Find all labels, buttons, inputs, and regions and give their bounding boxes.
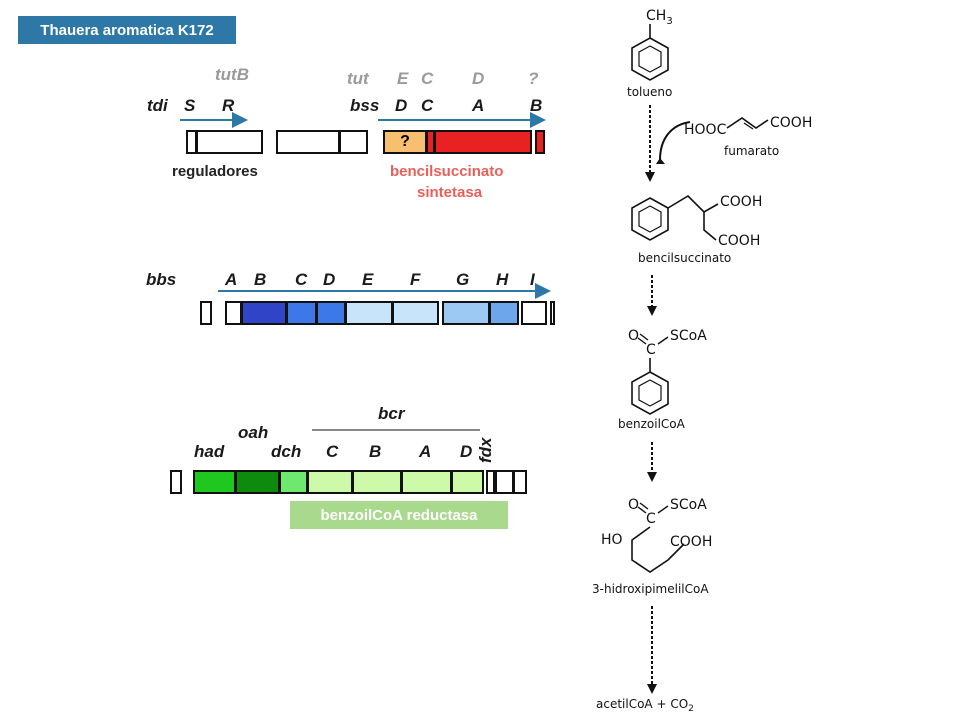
bss-enzyme-label-2: sintetasa — [417, 184, 483, 201]
bcr-gene-A: A — [419, 442, 432, 461]
gene-label-tdi: tdi — [147, 96, 168, 115]
gene-label-oah: oah — [238, 423, 269, 442]
bs-cooh-1: COOH — [720, 194, 762, 210]
bbs-box-F — [392, 301, 439, 325]
bbs-gene-C: C — [295, 270, 308, 289]
gene-label-bss-B: B — [530, 96, 543, 115]
ch3-text: CH — [646, 8, 666, 24]
benzoylcoa-c: C — [646, 342, 656, 358]
benzylsuccinate-structure: COOH COOH — [631, 194, 762, 249]
hpcoa-c: C — [646, 511, 656, 527]
hpcoa-scoa: SCoA — [670, 497, 707, 513]
bss-enzyme-label-1: bencilsuccinato — [390, 163, 504, 180]
bbs-gene-H: H — [496, 270, 509, 289]
fumarate-cooh: COOH — [770, 115, 812, 131]
hpcoa-cooh: COOH — [670, 534, 712, 550]
bcr-gene-B: B — [369, 442, 382, 461]
gene-label-had: had — [194, 442, 225, 461]
bcr-box-D — [451, 470, 484, 494]
bbs-box-flank-left — [200, 301, 212, 325]
regulators-label: reguladores — [172, 163, 258, 180]
bcr-enzyme-label: benzoilCoA reductasa — [290, 501, 508, 529]
bcr-box-had — [193, 470, 236, 494]
gene-label-S: S — [184, 96, 196, 115]
gene-label-R: R — [222, 96, 235, 115]
bbs-box-D — [316, 301, 346, 325]
fumarate-structure: HOOC COOH — [684, 115, 812, 138]
hydroxypimelylcoa-structure: O SCoA C HO COOH — [601, 497, 712, 573]
bbs-gene-F: F — [410, 270, 421, 289]
bcr-box-orf2 — [513, 470, 527, 494]
bbs-gene-A: A — [225, 270, 238, 289]
bcr-box-flank-left — [170, 470, 182, 494]
hydroxypimelylcoa-label: 3-hidroxipimelilCoA — [592, 582, 709, 596]
bs-cooh-2: COOH — [718, 233, 760, 249]
bbs-box-G — [442, 301, 490, 325]
bbs-gene-I: I — [530, 270, 535, 289]
gene-label-tut-D: D — [472, 69, 485, 88]
benzoylcoa-scoa: SCoA — [670, 328, 707, 344]
gene-label-tut: tut — [347, 69, 369, 88]
gene-label-bbs: bbs — [146, 270, 177, 289]
bbs-gene-B: B — [254, 270, 267, 289]
gene-label-tut-E: E — [397, 69, 409, 88]
bcr-box-C — [307, 470, 353, 494]
svg-text:CH3: CH3 — [646, 8, 673, 27]
gene-label-tut-C: C — [421, 69, 434, 88]
gene-box-bssCA — [434, 130, 532, 154]
gene-label-bss-C: C — [421, 96, 434, 115]
bbs-box-E — [345, 301, 393, 325]
hpcoa-ho: HO — [601, 532, 623, 548]
bcr-box-B — [352, 470, 402, 494]
bbs-box-flank-right — [550, 301, 555, 325]
gene-label-bcr: bcr — [378, 404, 405, 423]
gene-label-dch: dch — [271, 442, 302, 461]
final-products-subscript: 2 — [688, 704, 694, 714]
benzoylcoa-o: O — [628, 328, 639, 344]
final-products: acetilCoA + CO2 — [596, 697, 694, 714]
organism-name: Thauera aromatica K172 — [40, 21, 214, 39]
benzoylcoa-label: benzoilCoA — [618, 417, 686, 431]
bbs-gene-D: D — [323, 270, 336, 289]
benzoylcoa-structure: O SCoA C — [628, 328, 707, 415]
toluene-structure: CH3 — [631, 8, 673, 81]
bcr-enzyme-text: benzoilCoA reductasa — [320, 506, 478, 524]
gene-label-tut-q: ? — [528, 69, 539, 88]
bbs-box-I — [521, 301, 547, 325]
gene-label-bss-D: D — [395, 96, 408, 115]
hpcoa-o: O — [628, 497, 639, 513]
toluene-label: tolueno — [627, 85, 672, 99]
final-products-text: acetilCoA + CO — [596, 697, 688, 711]
gene-box-orf2 — [339, 130, 368, 154]
ch3-subscript: 3 — [666, 16, 672, 27]
benzylsuccinate-label: bencilsuccinato — [638, 251, 731, 265]
bcr-gene-C: C — [326, 442, 339, 461]
gene-label-tutB: tutB — [215, 65, 249, 84]
bcr-gene-D: D — [460, 442, 473, 461]
bbs-gene-G: G — [456, 270, 470, 289]
gene-box-unknown: ? — [383, 130, 427, 154]
organism-title: Thauera aromatica K172 — [18, 16, 236, 44]
gene-label-bss-A: A — [472, 96, 485, 115]
bbs-box-H — [489, 301, 519, 325]
gene-label-bss: bss — [350, 96, 380, 115]
fumarate-hooc: HOOC — [684, 122, 727, 138]
gene-box-bssB — [535, 130, 545, 154]
gene-box-tdiR — [196, 130, 263, 154]
bcr-box-fdx — [486, 470, 495, 494]
fumarate-label: fumarato — [724, 144, 779, 158]
unknown-gene-mark: ? — [400, 133, 410, 150]
bbs-gene-E: E — [362, 270, 374, 289]
fumarate-curve-arrow — [659, 121, 691, 161]
bcr-box-dch — [279, 470, 308, 494]
